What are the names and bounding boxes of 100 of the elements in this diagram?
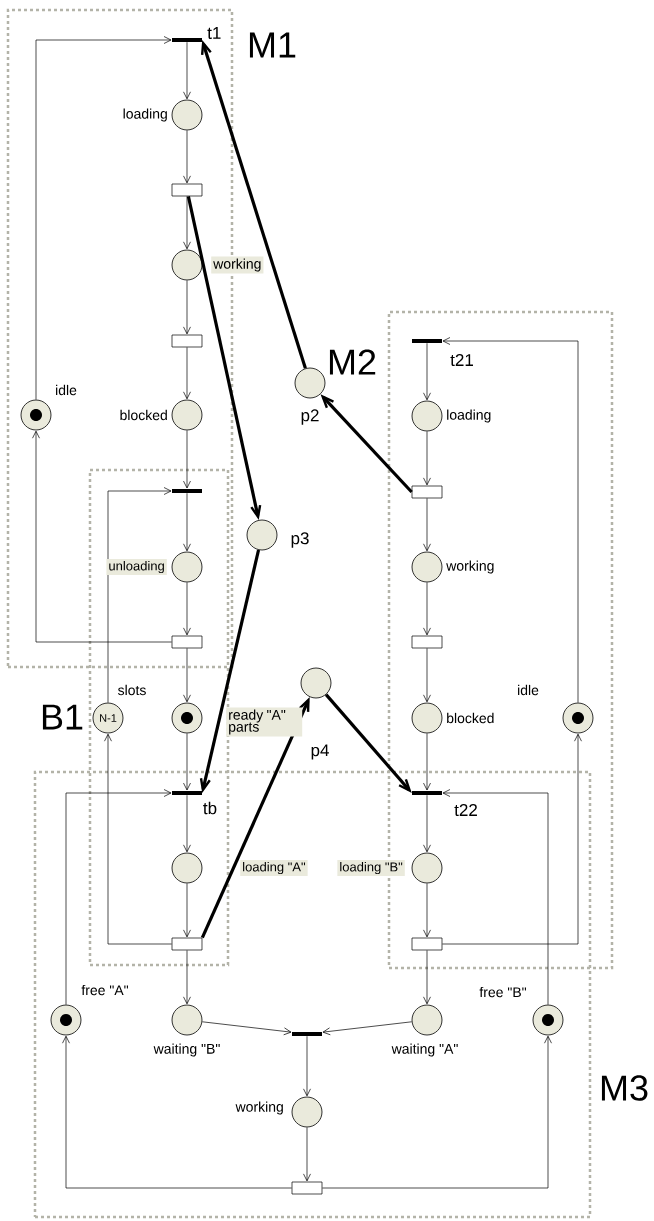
transition-bar bbox=[172, 489, 202, 493]
arrow bbox=[322, 1035, 552, 1189]
arrow bbox=[183, 196, 191, 250]
place-label: p3 bbox=[291, 532, 309, 548]
transition-bar bbox=[412, 791, 442, 795]
arrow bbox=[320, 394, 413, 494]
transition-box bbox=[411, 635, 443, 649]
arrow bbox=[104, 733, 172, 945]
place-label: blocked bbox=[447, 712, 494, 724]
arrow bbox=[62, 1035, 292, 1189]
transition-bar bbox=[292, 1032, 322, 1036]
place-circle bbox=[246, 519, 278, 551]
place-circle bbox=[411, 702, 443, 734]
arrow bbox=[183, 733, 191, 791]
transition-label: t1 bbox=[207, 27, 221, 39]
place-label: free "A" bbox=[81, 984, 129, 996]
place-circle bbox=[291, 1096, 323, 1128]
arrow bbox=[183, 950, 191, 1005]
arrow bbox=[423, 648, 431, 703]
transition-box bbox=[171, 937, 203, 951]
place-label: ready "A" parts bbox=[226, 707, 303, 737]
place-label: free "B" bbox=[479, 986, 527, 998]
place-label: loading "B" bbox=[337, 859, 405, 877]
arrow bbox=[423, 582, 431, 636]
transition-label: t21 bbox=[450, 354, 473, 366]
group-label: M1 bbox=[249, 32, 296, 58]
place-circle bbox=[171, 249, 203, 281]
transition-bar bbox=[172, 38, 202, 42]
place-label: working bbox=[446, 560, 494, 574]
arrow bbox=[32, 430, 172, 643]
transition-bar bbox=[412, 339, 442, 343]
place-circle bbox=[411, 1004, 443, 1036]
arrow bbox=[183, 582, 191, 636]
arrow bbox=[107, 487, 172, 703]
place-label: loading bbox=[123, 108, 167, 122]
arrow bbox=[423, 733, 431, 791]
arrow bbox=[200, 697, 310, 939]
transition-bar bbox=[172, 791, 202, 795]
place-label: slots bbox=[118, 684, 146, 696]
arrow bbox=[183, 347, 191, 400]
place-label: p4 bbox=[311, 744, 329, 760]
arrow bbox=[442, 789, 549, 1005]
place-circle bbox=[171, 1004, 203, 1036]
arrow bbox=[183, 883, 191, 938]
place-label: idle bbox=[56, 384, 77, 396]
place-label: waiting "B" bbox=[153, 1043, 220, 1057]
arrow bbox=[183, 41, 191, 100]
arrow bbox=[183, 430, 191, 489]
place-circle bbox=[171, 399, 203, 431]
place-label: working bbox=[235, 1101, 283, 1115]
group-label: M2 bbox=[329, 349, 376, 375]
place-label: loading "A" bbox=[240, 859, 308, 877]
arrow bbox=[186, 196, 262, 520]
place-label: loading bbox=[447, 409, 491, 423]
arrow bbox=[183, 648, 191, 703]
transition-label: tb bbox=[203, 801, 217, 815]
place-circle bbox=[411, 551, 443, 583]
arrow bbox=[423, 883, 431, 938]
arrow bbox=[423, 498, 431, 552]
arrow bbox=[200, 40, 307, 369]
place-circle bbox=[171, 702, 203, 734]
arrow bbox=[322, 1021, 413, 1036]
place-circle bbox=[411, 400, 443, 432]
transition-box bbox=[411, 485, 443, 499]
place-circle bbox=[294, 367, 326, 399]
arrow bbox=[423, 794, 431, 853]
place-circle bbox=[171, 99, 203, 131]
place-circle bbox=[20, 399, 52, 431]
arrow bbox=[423, 342, 431, 401]
arrow bbox=[183, 130, 191, 184]
transition-box bbox=[171, 635, 203, 649]
place-circle bbox=[171, 551, 203, 583]
place-circle bbox=[50, 1004, 82, 1036]
arrow bbox=[199, 549, 261, 793]
place-label: working bbox=[211, 256, 264, 274]
arrow bbox=[183, 492, 191, 552]
arrow bbox=[65, 789, 172, 1005]
transition-box bbox=[171, 334, 203, 348]
arrow bbox=[183, 794, 191, 853]
place-label: blocked bbox=[120, 409, 167, 421]
place-label: waiting "A" bbox=[391, 1043, 458, 1057]
arrow bbox=[35, 36, 172, 400]
arrow bbox=[423, 950, 431, 1005]
place-label: unloading bbox=[106, 558, 167, 576]
place-circle bbox=[300, 667, 332, 699]
arrow bbox=[324, 693, 412, 793]
transition-box bbox=[411, 937, 443, 951]
arrow bbox=[303, 1035, 311, 1097]
arrow bbox=[183, 280, 191, 335]
group-label: B1 bbox=[42, 704, 83, 730]
place-circle bbox=[532, 1004, 564, 1036]
arrow bbox=[303, 1127, 311, 1182]
group-label: M3 bbox=[601, 1075, 648, 1101]
place-circle bbox=[562, 702, 594, 734]
transition-label: t22 bbox=[454, 804, 477, 816]
arrow bbox=[442, 733, 582, 945]
transition-box bbox=[171, 183, 203, 197]
place-circle bbox=[171, 852, 203, 884]
transition-box bbox=[291, 1181, 323, 1195]
place-circle bbox=[411, 852, 443, 884]
